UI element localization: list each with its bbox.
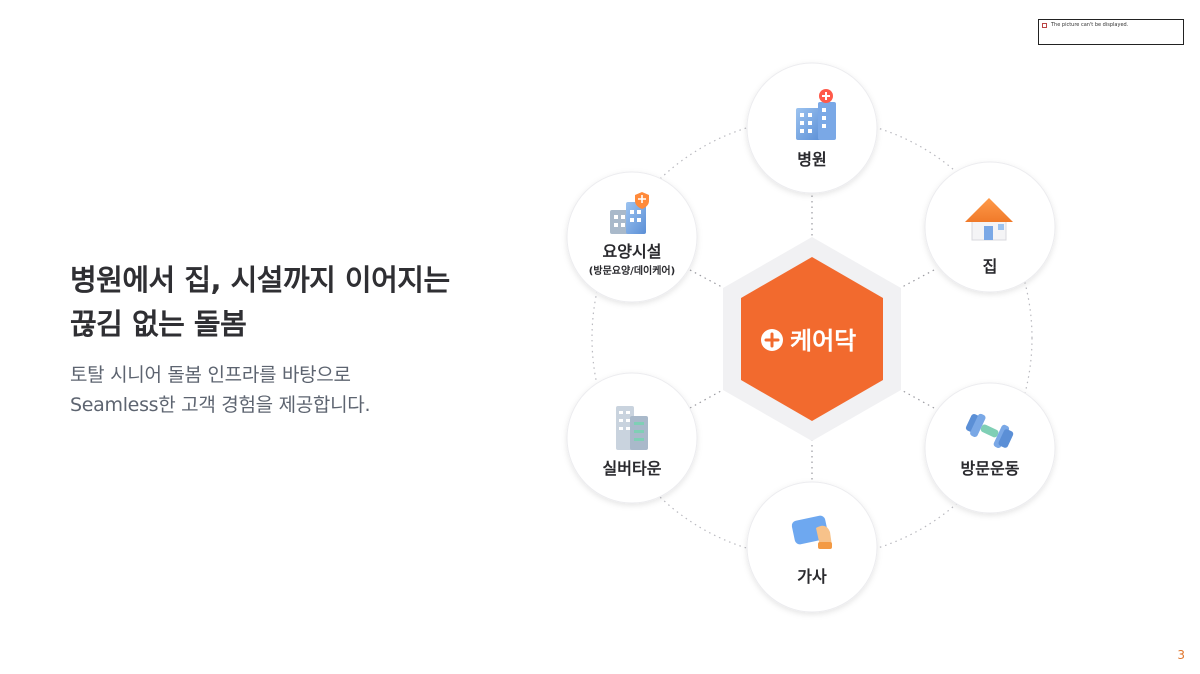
subtext: 토탈 시니어 돌봄 인프라를 바탕으로 Seamless한 고객 경험을 제공합…: [70, 360, 371, 420]
cleaning-cloth-hand-icon: [791, 515, 832, 549]
spoke-top-left: [689, 269, 751, 303]
broken-image-placeholder: The picture can't be displayed.: [1038, 19, 1184, 45]
center-hexagon: [741, 257, 883, 421]
node-label-silver-town: 실버타운: [603, 459, 662, 478]
node-housework: 가사: [746, 481, 878, 613]
node-label-care-facility: 요양시설: [603, 242, 662, 261]
broken-image-text: The picture can't be displayed.: [1051, 22, 1129, 28]
headline: 병원에서 집, 시설까지 이어지는 끊김 없는 돌봄: [70, 258, 450, 346]
node-label-home: 집: [983, 257, 998, 276]
spoke-bottom-right: [873, 374, 935, 409]
subtext-line-2: Seamless한 고객 경험을 제공합니다.: [70, 394, 371, 416]
node-silver-town: 실버타운: [566, 372, 698, 504]
dumbbell-icon: [965, 413, 1014, 448]
node-exercise: 방문운동: [924, 382, 1056, 514]
node-care-facility: 요양시설 (방문요양/데이케어): [566, 171, 698, 303]
hospital-building-icon: [796, 89, 836, 140]
headline-line-2: 끊김 없는 돌봄: [70, 307, 247, 341]
node-label-hospital: 병원: [797, 150, 826, 169]
care-facility-building-icon: [610, 192, 649, 234]
node-label-exercise: 방문운동: [961, 459, 1020, 478]
spoke-top-right: [873, 269, 935, 303]
spoke-bottom-left: [689, 374, 751, 409]
node-hospital: 병원: [746, 62, 878, 194]
center-label: 케어닥: [790, 327, 856, 355]
node-label-housework: 가사: [797, 567, 827, 586]
broken-image-icon: [1042, 23, 1047, 28]
node-sublabel-care-facility: (방문요양/데이케어): [589, 264, 675, 277]
headline-line-1: 병원에서 집, 시설까지 이어지는: [70, 263, 450, 297]
apartment-building-icon: [616, 406, 648, 450]
node-home: 집: [924, 161, 1056, 293]
house-icon: [965, 198, 1013, 241]
subtext-line-1: 토탈 시니어 돌봄 인프라를 바탕으로: [70, 364, 351, 386]
outer-dotted-ring: [591, 117, 1033, 559]
plus-icon: [764, 332, 780, 348]
care-network-diagram: 케어닥 병원 집: [566, 62, 1056, 613]
page-number: 3: [1177, 648, 1185, 662]
